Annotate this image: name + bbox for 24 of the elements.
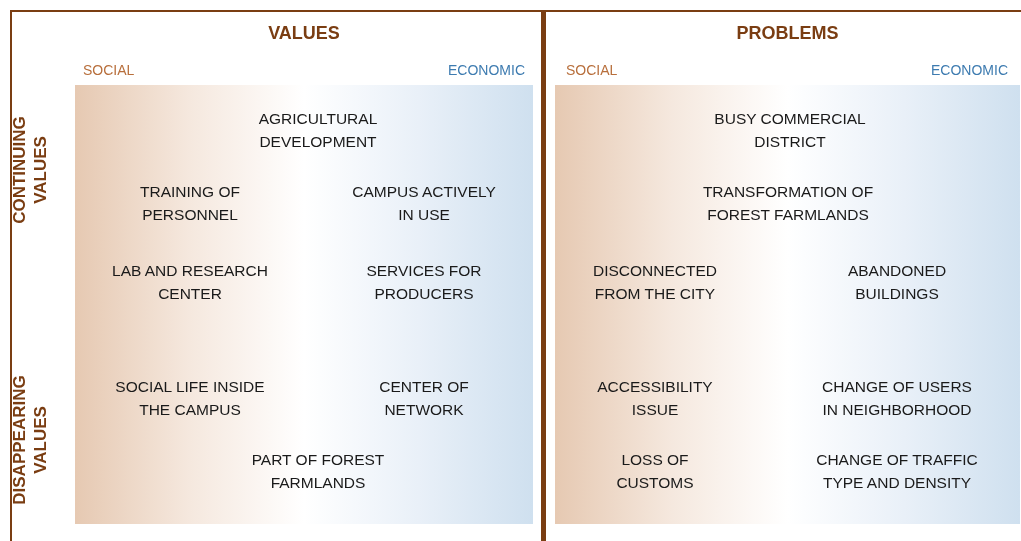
column-heading: PROBLEMS xyxy=(735,23,840,44)
item-text: ACCESSIBILITY ISSUE xyxy=(596,377,714,420)
item-text: LAB AND RESEARCH CENTER xyxy=(111,261,269,304)
item-text: CAMPUS ACTIVELY IN USE xyxy=(351,182,497,225)
column-heading: VALUES xyxy=(267,23,341,44)
item-text: ABANDONED BUILDINGS xyxy=(846,261,948,304)
item-text: LOSS OF CUSTOMS xyxy=(615,450,695,493)
item-text: CENTER OF NETWORK xyxy=(378,377,470,420)
row-heading: DISAPPEARING VALUES xyxy=(9,375,51,505)
item-text: BUSY COMMERCIAL DISTRICT xyxy=(713,109,867,152)
axis-label: ECONOMIC xyxy=(448,62,525,78)
axis-label: SOCIAL xyxy=(566,62,618,78)
item-text: SERVICES FOR PRODUCERS xyxy=(365,261,483,304)
item-text: TRANSFORMATION OF FOREST FARMLANDS xyxy=(701,182,875,225)
axis-label: SOCIAL xyxy=(83,62,135,78)
item-text: AGRICULTURAL DEVELOPMENT xyxy=(257,109,379,152)
item-text: PART OF FOREST FARMLANDS xyxy=(250,450,386,493)
item-text: TRAINING OF PERSONNEL xyxy=(139,182,241,225)
item-text: DISCONNECTED FROM THE CITY xyxy=(592,261,718,304)
axis-label: ECONOMIC xyxy=(931,62,1008,78)
item-text: CHANGE OF USERS IN NEIGHBORHOOD xyxy=(821,377,973,420)
item-text: SOCIAL LIFE INSIDE THE CAMPUS xyxy=(114,377,266,420)
item-text: CHANGE OF TRAFFIC TYPE AND DENSITY xyxy=(815,450,979,493)
row-heading: CONTINUING VALUES xyxy=(9,115,51,226)
